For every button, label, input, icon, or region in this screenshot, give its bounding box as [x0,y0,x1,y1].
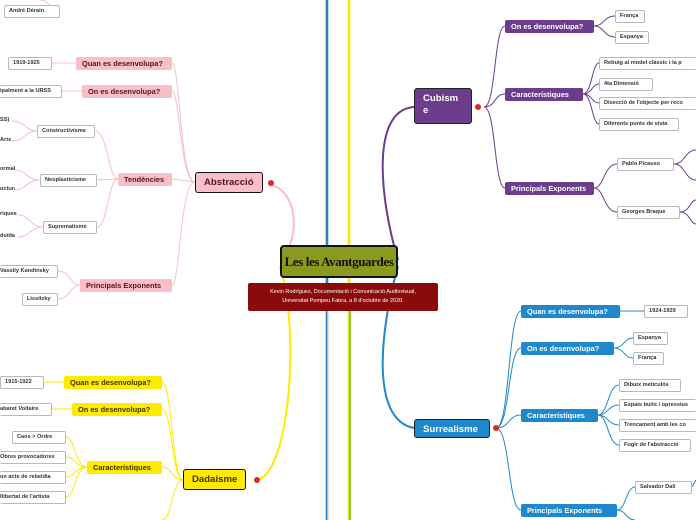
dadaisme-feature[interactable]: llibertat de l'artista [0,491,66,504]
expand-cubisme-icon[interactable] [475,104,481,110]
neoplasticisme-item[interactable]: uctura [0,184,15,197]
abstraccio-when-value[interactable]: 1919-1925 [8,57,52,70]
cubisme-feature[interactable]: Diferents punts de vista [599,118,679,131]
surrealisme-feature[interactable]: Espais buits i opressius [619,399,696,412]
dadaisme-feature[interactable]: Obres provocadores [0,451,66,464]
dadaisme-feature[interactable]: un acte de rebeldia [0,471,66,484]
topic-cubisme[interactable]: Cubism e [414,88,472,124]
exponent-dali[interactable]: Salvador Dalí [635,481,692,494]
cubisme-feature[interactable]: Disecció de l'objecte per reco [599,97,696,110]
cubisme-where[interactable]: On es desenvolupa? [505,20,594,33]
surrealisme-where-value[interactable]: Espanya [633,332,668,345]
surrealisme-where-value[interactable]: França [633,352,664,365]
dadaisme-feature[interactable]: Caos > Ordre [12,431,66,444]
constructivisme-item[interactable]: SS) [0,115,12,128]
cubisme-features[interactable]: Característiques [505,88,583,101]
constructivisme-item[interactable]: Arts [0,135,12,148]
surrealisme-when-value[interactable]: 1924-1929 [644,305,688,318]
cubisme-exponents[interactable]: Principals Exponents [505,182,594,195]
topic-abstraccio[interactable]: Abstracció [195,172,263,193]
abstraccio-where[interactable]: On es desenvolupa? [82,85,172,98]
surrealisme-feature[interactable]: Trencament amb les co [619,419,696,432]
cubisme-label-line-1: Cubism [423,93,459,104]
suprematisme-item[interactable]: riques [0,209,18,222]
abstraccio-exponents[interactable]: Principals Exponents [80,279,172,292]
suprematisme-item[interactable]: duïda [0,231,18,244]
topic-dadaisme[interactable]: Dadaisme [183,469,247,490]
expand-surrealisme-icon[interactable] [493,425,499,431]
surrealisme-feature[interactable]: Dibuix meticulós [619,379,681,392]
dadaisme-where[interactable]: On es desenvolupa? [72,403,162,416]
exponent-picasso[interactable]: Pablo Picasso [617,158,674,171]
central-subtitle: Kevin Rodríguez, Documentació i Comunica… [248,283,438,311]
cubisme-feature[interactable]: Rebuig al model clàssic i la p [599,57,696,70]
exponent-braque[interactable]: Georges Braque [617,206,680,219]
cubisme-where-value[interactable]: França [615,10,645,23]
cubisme-where-value[interactable]: Espanya [615,31,649,44]
surrealisme-exponents[interactable]: Principals Exponents [521,504,617,517]
abstraccio-tendencies[interactable]: Tendències [118,173,172,186]
dadaisme-features[interactable]: Característiques [87,461,162,474]
dadaisme-where-value[interactable]: abaret Voltaire [0,403,52,416]
topic-surrealisme[interactable]: Surrealisme [414,419,490,438]
expand-dadaisme-icon[interactable] [254,477,260,483]
cubisme-feature[interactable]: 4ta Dimensió [599,78,653,91]
dadaisme-when[interactable]: Quan es desenvolupa? [64,376,162,389]
surrealisme-where[interactable]: On es desenvolupa? [521,342,614,355]
cubisme-label-line-2: e [423,105,429,116]
abstraccio-where-value[interactable]: ipalment a la URSS [0,85,62,98]
central-topic[interactable]: Les les Avantguardes [280,245,398,278]
surrealisme-features[interactable]: Característiques [521,409,598,422]
neoplasticisme-item[interactable]: ormal [0,164,15,177]
surrealisme-when[interactable]: Quan es desenvolupa? [521,305,620,318]
subtitle-line-1: Kevin Rodríguez, Documentació i Comunica… [270,289,416,295]
dadaisme-when-value[interactable]: 1915-1922 [0,376,44,389]
subtitle-line-2: Universitat Pompeu Fabra, a 8 d'octubre … [282,298,404,304]
abstraccio-when[interactable]: Quan es desenvolupa? [76,57,172,70]
expand-abstraccio-icon[interactable] [268,180,274,186]
exponent-kandinsky[interactable]: Vassily Kandinsky [0,265,58,278]
tendency-suprematisme[interactable]: Suprematisme [43,221,97,234]
tendency-neoplasticisme[interactable]: Neoplasticisme [40,174,97,187]
exponent-lissitzky[interactable]: Lissitzky [22,293,58,306]
tendency-constructivisme[interactable]: Constructivisme [37,125,95,138]
surrealisme-feature[interactable]: Fugir de l'abstracció [619,439,691,452]
leaf-andre-derain[interactable]: André Dérain [4,5,60,18]
